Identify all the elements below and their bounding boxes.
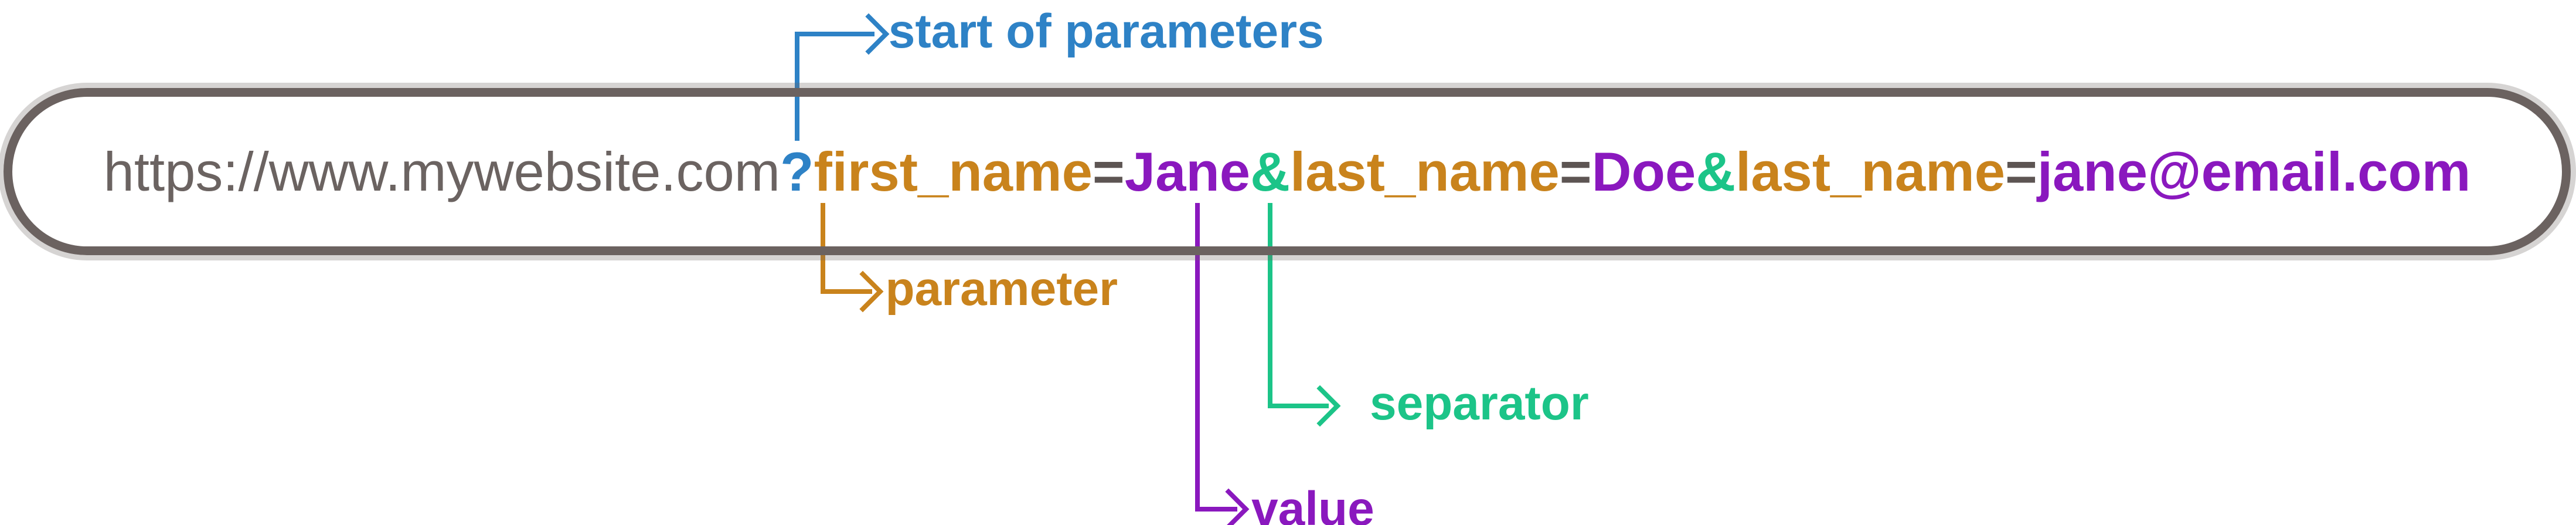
separator-ampersand-1: & separator xyxy=(1250,140,1589,430)
param-key-3: last_name xyxy=(1736,144,2005,199)
arrow-vertical-line xyxy=(1268,202,1272,408)
arrowhead-icon xyxy=(848,13,890,55)
equals-sign-1-text: = xyxy=(1092,140,1125,202)
equals-sign-3: = xyxy=(2005,144,2037,199)
annotation-label-separator: separator xyxy=(1370,376,1589,430)
question-mark-text: ? xyxy=(780,140,814,202)
arrow-horizontal-line xyxy=(794,31,874,36)
param-value-1-text: Jane xyxy=(1124,140,1251,202)
param-key-3-text: last_name xyxy=(1736,140,2005,202)
arrowhead-icon xyxy=(842,270,884,312)
equals-sign-2-text: = xyxy=(1559,140,1592,202)
param-value-1: Jane value xyxy=(1124,140,1374,525)
annotation-label-parameter: parameter xyxy=(885,262,1118,316)
arrow-horizontal-line xyxy=(821,289,873,294)
arrowhead-icon xyxy=(1299,385,1341,426)
param-key-2-text: last_name xyxy=(1289,140,1560,202)
param-key-1: first_name parameter xyxy=(814,140,1118,316)
param-value-2-text: Doe xyxy=(1591,140,1696,202)
param-key-2: last_name xyxy=(1290,144,1560,199)
param-key-1-text: first_name xyxy=(814,140,1093,202)
arrow-horizontal-line xyxy=(1195,506,1238,512)
arrow-horizontal-line xyxy=(1268,403,1329,408)
query-start-marker: ? start of parameters xyxy=(780,5,1324,202)
equals-sign-1: = xyxy=(1093,144,1125,199)
equals-sign-3-text: = xyxy=(2005,140,2037,202)
param-value-3-text: jane@email.com xyxy=(2037,140,2471,202)
url-text: https://www.mywebsite.com? start of param… xyxy=(12,5,2562,525)
equals-sign-2: = xyxy=(1560,144,1592,199)
url-base-text: https://www.mywebsite.com xyxy=(103,140,781,202)
url-base: https://www.mywebsite.com xyxy=(104,144,780,199)
separator-ampersand-2: & xyxy=(1696,144,1736,199)
param-value-3: jane@email.com xyxy=(2037,144,2471,199)
annotation-label-start-of-parameters: start of parameters xyxy=(888,4,1324,58)
separator-ampersand-1-text: & xyxy=(1250,140,1290,202)
url-pill xyxy=(4,88,2571,255)
separator-ampersand-2-text: & xyxy=(1696,140,1736,202)
param-value-2: Doe xyxy=(1592,144,1696,199)
arrow-vertical-line xyxy=(794,31,799,141)
annotation-label-value: value xyxy=(1251,482,1374,525)
arrowhead-icon xyxy=(1207,488,1250,525)
